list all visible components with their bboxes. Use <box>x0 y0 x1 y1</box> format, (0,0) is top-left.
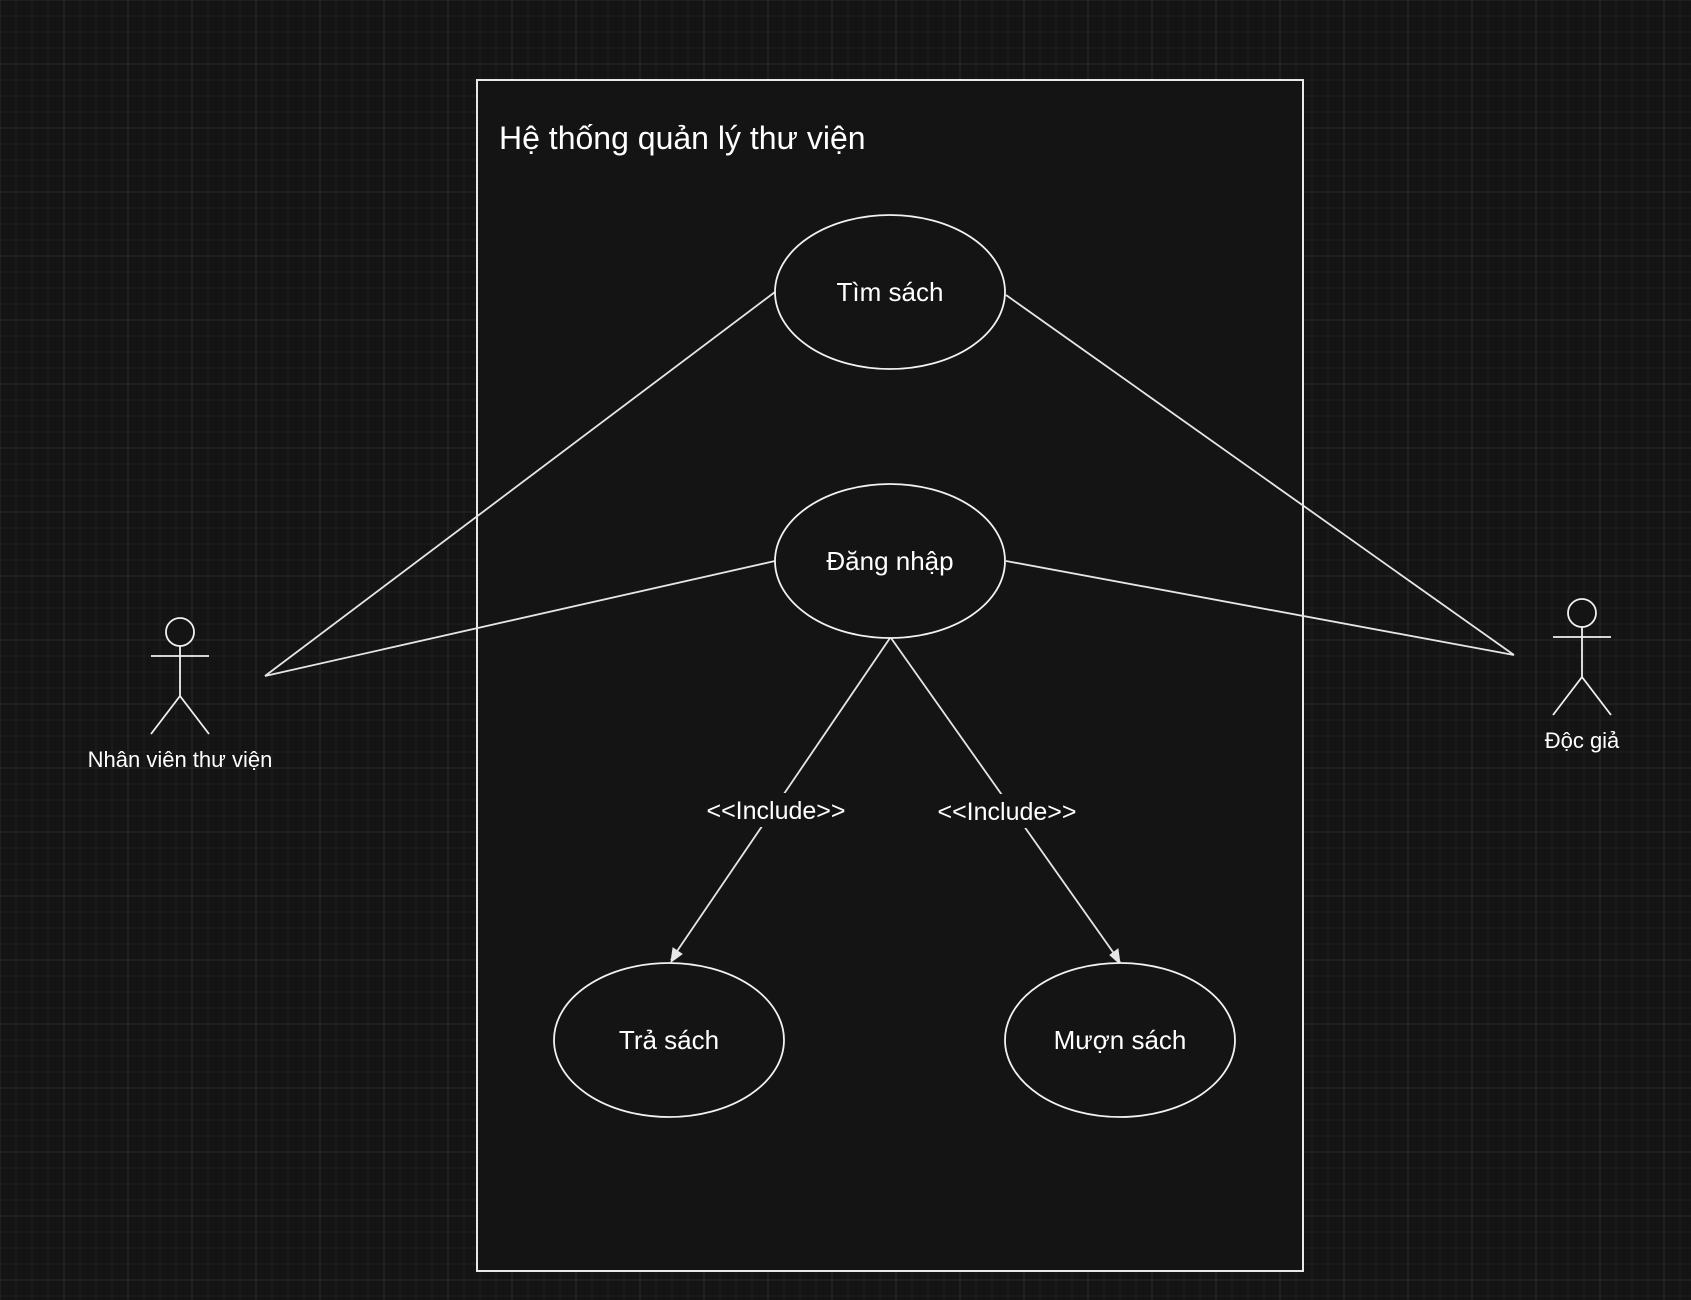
actor-staff-head <box>165 617 195 647</box>
include-label-bg-right <box>925 794 1089 828</box>
use-case-tim-sach[interactable]: Tìm sách <box>774 214 1006 370</box>
use-case-dang-nhap-shape[interactable] <box>774 483 1006 639</box>
actor-reader-right-leg <box>1581 676 1612 716</box>
use-case-tim-sach-label: Tìm sách <box>837 277 944 307</box>
use-case-muon-sach[interactable]: Mượn sách <box>1004 962 1236 1118</box>
system-title: Hệ thống quản lý thư viện <box>499 120 866 156</box>
association-staff-tim-sach[interactable] <box>264 291 776 677</box>
actor-staff[interactable]: Nhân viên thư viện <box>88 617 273 772</box>
association-reader-tim-sach[interactable] <box>1005 294 1515 656</box>
include-label-bg-left <box>694 793 858 827</box>
use-case-muon-sach-label: Mượn sách <box>1054 1025 1187 1055</box>
use-case-dang-nhap[interactable]: Đăng nhập <box>774 483 1006 639</box>
include-label-right: <<Include>> <box>937 798 1076 826</box>
actor-reader-left-leg <box>1552 676 1583 716</box>
association-staff-dang-nhap[interactable] <box>264 560 776 677</box>
association-reader-dang-nhap[interactable] <box>1005 560 1515 656</box>
use-case-tim-sach-shape[interactable] <box>774 214 1006 370</box>
include-arrowhead-muon-sach <box>1109 948 1121 966</box>
actor-staff-left-leg <box>150 695 181 735</box>
include-label-left: <<Include>> <box>706 797 845 825</box>
actor-staff-right-leg <box>179 695 210 735</box>
actor-reader-head <box>1567 598 1597 628</box>
use-case-tra-sach[interactable]: Trả sách <box>553 962 785 1118</box>
use-case-tra-sach-shape[interactable] <box>553 962 785 1118</box>
actor-staff-label: Nhân viên thư viện <box>88 747 273 772</box>
actor-reader-label: Độc giả <box>1545 728 1620 753</box>
use-case-muon-sach-shape[interactable] <box>1004 962 1236 1118</box>
actor-reader[interactable]: Độc giả <box>1545 598 1620 753</box>
include-arrowhead-tra-sach <box>670 947 683 964</box>
use-case-tra-sach-label: Trả sách <box>619 1025 719 1055</box>
use-case-dang-nhap-label: Đăng nhập <box>826 546 953 576</box>
